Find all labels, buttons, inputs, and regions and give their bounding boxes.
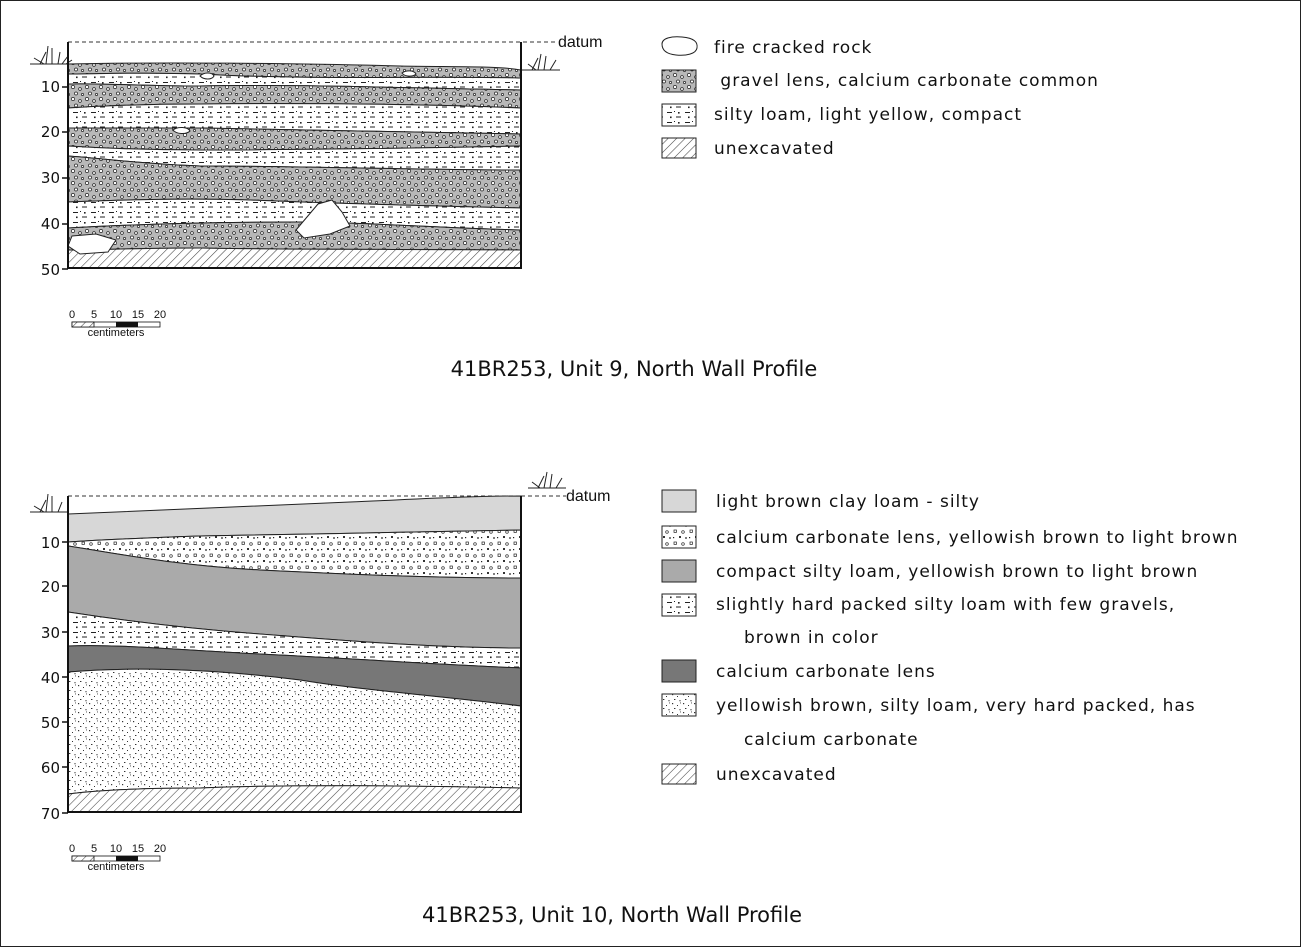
layer-unexcavated: [67, 247, 522, 269]
depth-tick-label: 50: [41, 261, 60, 279]
profile-title: 41BR253, Unit 9, North Wall Profile: [451, 357, 818, 381]
scale-unit: centimeters: [88, 327, 145, 339]
scale-tick-label: 20: [154, 309, 166, 321]
scale-tick-label: 0: [69, 309, 75, 321]
legend-label: fire cracked rock: [714, 38, 872, 58]
profile-unit-10: datum 10 20 30 40: [30, 471, 802, 927]
depth-tick-label: 50: [41, 714, 60, 732]
depth-tick-label: 60: [41, 759, 60, 777]
grass-icon: [30, 45, 73, 65]
depth-tick-label: 20: [41, 578, 60, 596]
silty-loam-icon: [661, 103, 697, 127]
scale-tick-label: 15: [132, 843, 144, 855]
depth-tick-label: 40: [41, 669, 60, 687]
depth-axis: 10 20 30 40 50 60 70: [41, 534, 68, 823]
legend-label: calcium carbonate: [744, 730, 919, 750]
depth-tick-label: 10: [41, 534, 60, 552]
hatch-icon: [661, 763, 697, 785]
legend-label: unexcavated: [716, 765, 837, 785]
grass-icon: [520, 53, 560, 71]
profile-unit-9: datum: [30, 34, 817, 381]
hatch-icon: [661, 137, 697, 159]
layer-unexcavated: [67, 785, 522, 813]
scale-tick-label: 0: [69, 843, 75, 855]
scale-tick-label: 5: [91, 309, 97, 321]
grass-icon: [528, 471, 566, 489]
depth-tick-label: 70: [41, 805, 60, 823]
dark-fill-icon: [661, 659, 697, 683]
scale-bar: 0 5 10 15 20 centimeters: [69, 309, 166, 339]
profile-title: 41BR253, Unit 10, North Wall Profile: [422, 903, 802, 927]
depth-tick-label: 10: [41, 78, 60, 96]
legend-label: compact silty loam, yellowish brown to l…: [716, 562, 1198, 582]
rock-icon: [661, 36, 698, 56]
depth-tick-label: 30: [41, 624, 60, 642]
legend-label: gravel lens, calcium carbonate common: [714, 71, 1099, 91]
scale-tick-label: 10: [110, 309, 122, 321]
depth-tick-label: 30: [41, 169, 60, 187]
silty-loam-icon: [661, 593, 697, 617]
legend-label: calcium carbonate lens: [716, 662, 936, 682]
legend-label: calcium carbonate lens, yellowish brown …: [716, 528, 1239, 548]
depth-tick-label: 40: [41, 215, 60, 233]
gravel-icon: [661, 69, 697, 93]
dots-icon: [661, 693, 697, 717]
light-fill-icon: [661, 489, 697, 513]
legend-label: brown in color: [744, 628, 879, 648]
depth-tick-label: 20: [41, 123, 60, 141]
scale-tick-label: 15: [132, 309, 144, 321]
legend-label: yellowish brown, silty loam, very hard p…: [716, 696, 1196, 716]
scale-bar: 0 5 10 15 20 centimeters: [69, 843, 166, 873]
scale-tick-label: 20: [154, 843, 166, 855]
medium-fill-icon: [661, 559, 697, 583]
scale-unit: centimeters: [88, 861, 145, 873]
legend-label: silty loam, light yellow, compact: [714, 105, 1022, 125]
legend-label: slightly hard packed silty loam with few…: [716, 595, 1175, 615]
datum-label: datum: [566, 488, 610, 505]
legend-unit-10: light brown clay loam - silty calcium ca…: [661, 489, 1239, 785]
legend-unit-9: fire cracked rock gravel lens, calcium c…: [661, 36, 1099, 159]
legend-label: unexcavated: [714, 139, 835, 159]
scale-tick-label: 10: [110, 843, 122, 855]
legend-label: light brown clay loam - silty: [716, 492, 980, 512]
scale-tick-label: 5: [91, 843, 97, 855]
depth-axis: 10 20 30 40 50: [41, 78, 68, 279]
datum-label: datum: [558, 34, 602, 51]
grass-icon: [30, 493, 68, 513]
speckle-icon: [661, 525, 697, 549]
